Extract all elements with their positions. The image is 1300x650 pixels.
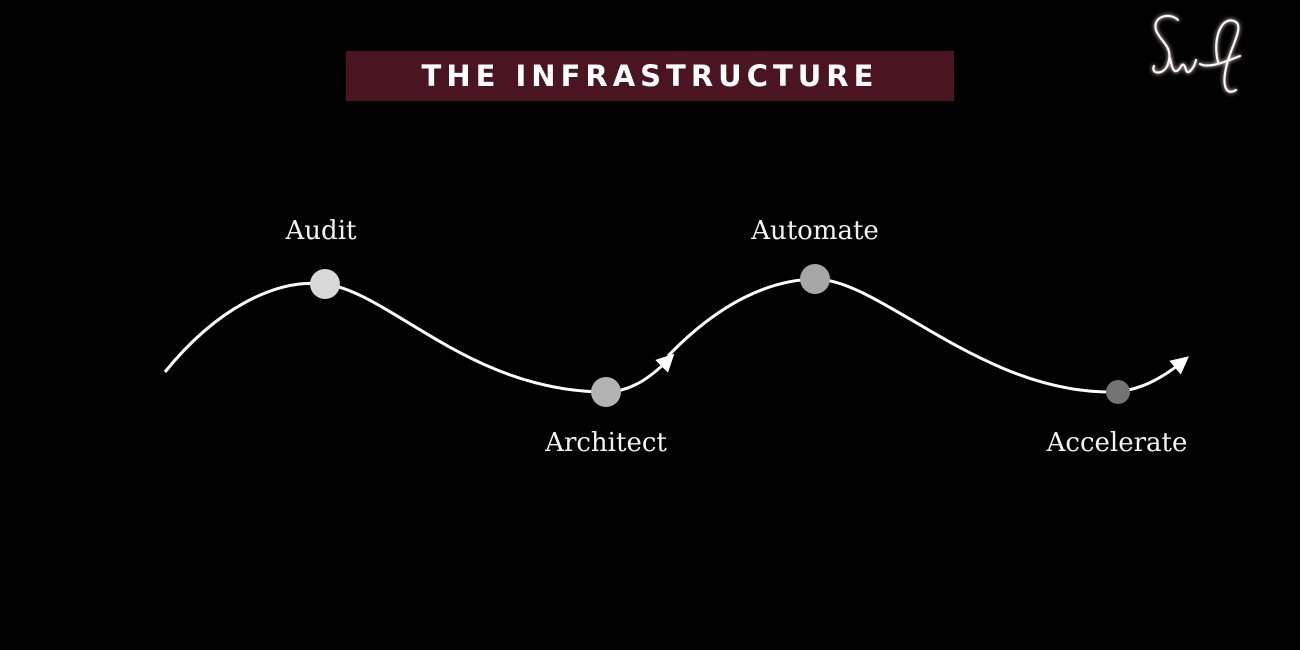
stage-label-architect: Architect — [545, 428, 667, 458]
wave-curve-1 — [163, 281, 675, 394]
signature-logo — [1152, 14, 1242, 93]
wave-curve-2 — [666, 277, 1189, 394]
stage-label-audit: Audit — [285, 216, 357, 246]
stage-node-accelerate — [1106, 380, 1130, 404]
stage-node-automate — [800, 264, 830, 294]
title-banner: THE INFRASTRUCTURE — [346, 51, 954, 101]
stage-node-audit — [310, 269, 340, 299]
stage-label-accelerate: Accelerate — [1046, 428, 1188, 458]
stage-node-architect — [591, 377, 621, 407]
page-title: THE INFRASTRUCTURE — [421, 59, 879, 93]
stage-label-automate: Automate — [751, 216, 879, 246]
